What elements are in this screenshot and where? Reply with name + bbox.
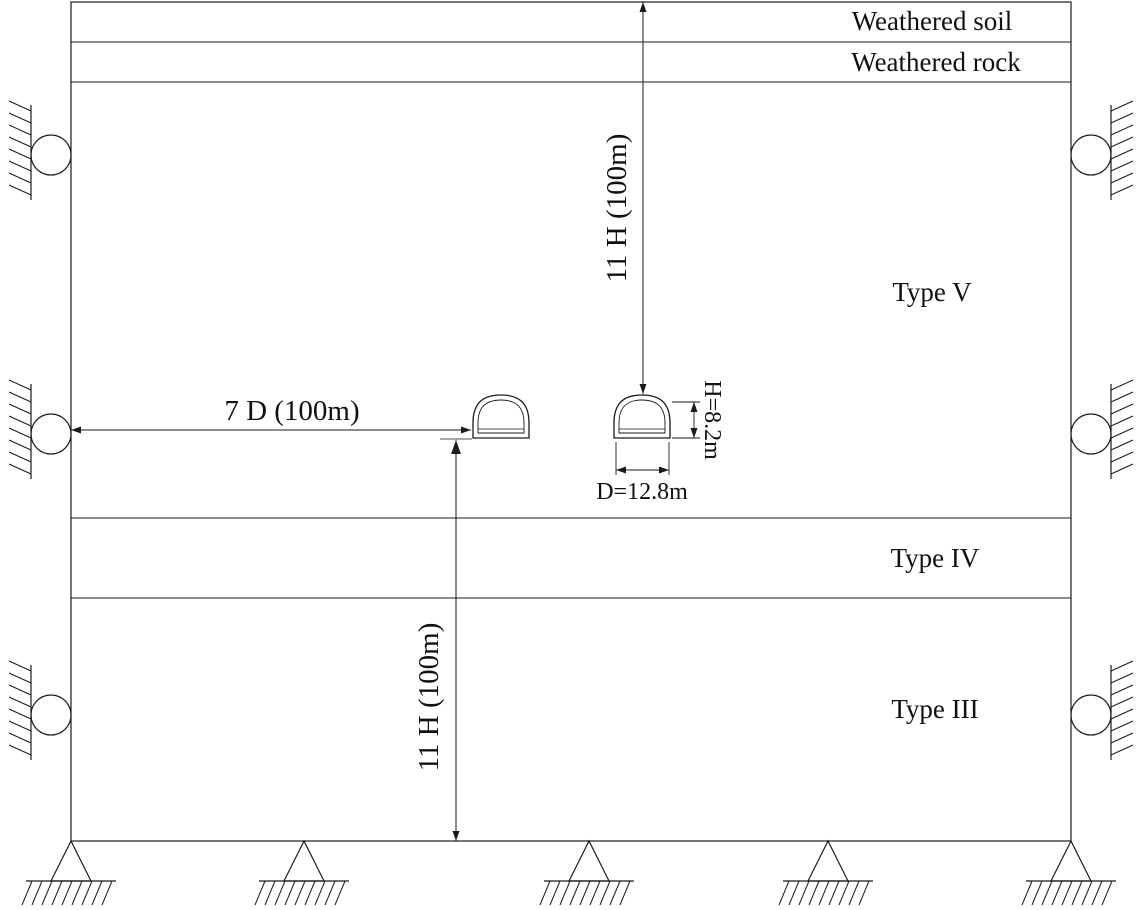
dimension-label-bottom-depth: 11 H (100m)	[413, 623, 445, 772]
roller-support-right-top	[1070, 100, 1134, 200]
tunnel-right	[613, 394, 671, 439]
dimension-arrow-tunnel-height	[672, 401, 700, 439]
pin-support-5	[1021, 839, 1116, 906]
roller-support-right-bottom	[1070, 660, 1134, 760]
roller-support-left-middle	[8, 379, 72, 479]
layer-label-weathered-rock: Weathered rock	[851, 47, 1021, 77]
model-boundary	[70, 1, 1072, 842]
dimension-label-tunnel-height: H=8.2m	[699, 380, 725, 460]
pin-support-4	[778, 839, 873, 906]
layer-label-type-v: Type V	[892, 277, 972, 307]
layer-label-weathered-soil: Weathered soil	[852, 6, 1013, 36]
dimension-label-tunnel-diameter: D=12.8m	[596, 479, 688, 505]
dimension-label-top-depth: 11 H (100m)	[601, 134, 633, 283]
roller-support-right-middle	[1070, 379, 1134, 479]
roller-support-left-top	[8, 100, 72, 200]
dimension-arrow-tunnel-diameter	[615, 442, 670, 475]
pin-support-1	[21, 839, 116, 906]
dimension-label-lateral-width: 7 D (100m)	[224, 395, 359, 427]
layer-label-type-iii: Type III	[891, 694, 978, 724]
layer-label-type-iv: Type IV	[891, 543, 980, 573]
roller-support-left-bottom	[8, 660, 72, 760]
tunnel-left	[472, 394, 530, 439]
pin-support-3	[539, 839, 634, 906]
pin-support-2	[254, 839, 349, 906]
